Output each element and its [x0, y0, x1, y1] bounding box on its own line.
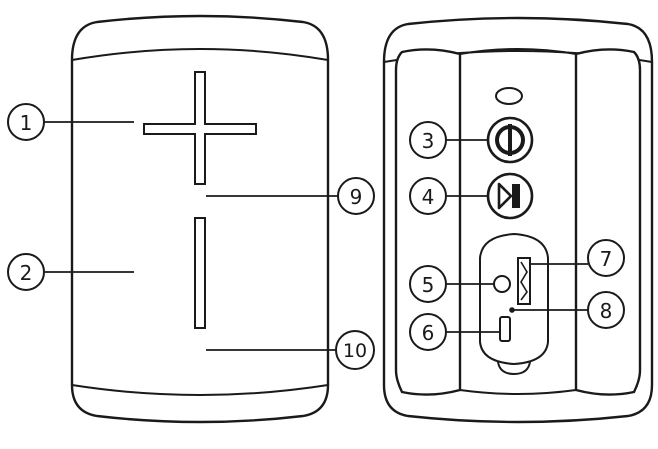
callout-6: 6	[409, 313, 447, 351]
leader-lines	[44, 121, 588, 351]
speaker-back-view	[382, 16, 654, 424]
tf-card-slot-icon	[517, 257, 531, 305]
usb-port-icon	[499, 316, 511, 342]
port-cover-tab	[497, 361, 531, 376]
front-bottom-seam	[71, 384, 329, 396]
indicator-dot	[509, 307, 515, 313]
back-center-panel	[459, 48, 577, 395]
callout-4-label: 4	[422, 185, 435, 209]
callout-3: 3	[409, 121, 447, 159]
indicator-light-icon	[495, 87, 523, 105]
callout-5-label: 5	[422, 273, 435, 297]
callout-1: 1	[7, 103, 45, 141]
callout-10: 10	[335, 330, 375, 370]
callout-7-label: 7	[600, 247, 613, 271]
callout-8-label: 8	[600, 299, 613, 323]
callout-9: 9	[337, 177, 375, 215]
callout-3-label: 3	[422, 129, 435, 153]
port-cover	[479, 232, 549, 366]
callout-2: 2	[7, 253, 45, 291]
speaker-front-view	[70, 14, 330, 424]
callout-6-label: 6	[422, 321, 435, 345]
callout-4: 4	[409, 177, 447, 215]
callout-5: 5	[409, 265, 447, 303]
callout-9-label: 9	[350, 185, 363, 209]
power-icon	[486, 116, 534, 164]
strap-right	[574, 48, 642, 396]
callout-1-label: 1	[20, 111, 33, 135]
callout-10-label: 10	[343, 340, 367, 362]
play-pause-icon	[486, 172, 534, 220]
callout-8: 8	[587, 291, 625, 329]
callout-2-label: 2	[20, 261, 33, 285]
volume-down-icon	[194, 217, 206, 329]
volume-up-icon	[143, 71, 257, 185]
front-top-seam	[71, 48, 329, 61]
callout-7: 7	[587, 239, 625, 277]
